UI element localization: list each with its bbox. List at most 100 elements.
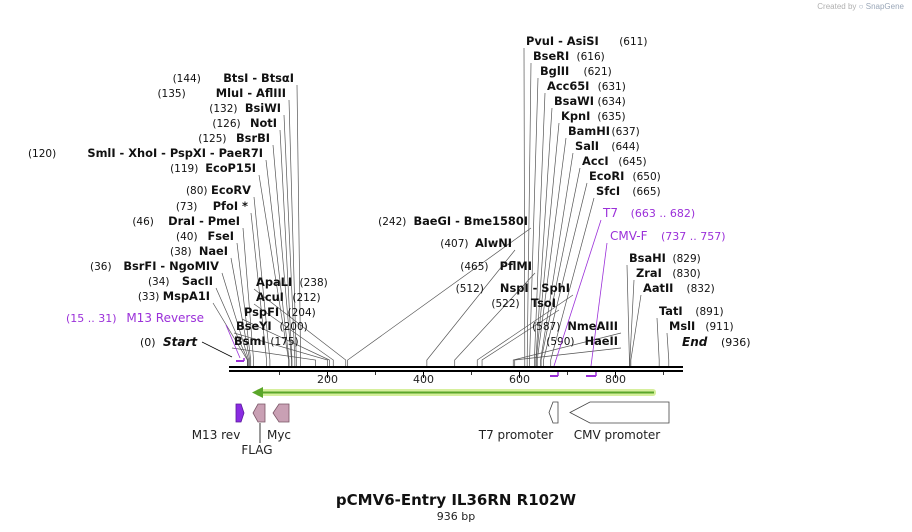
enzyme-leader <box>514 347 622 366</box>
primer-label: M13 Reverse <box>126 311 204 325</box>
enzyme-position: (911) <box>705 321 733 333</box>
enzyme-leader <box>347 227 532 366</box>
enzyme-leader <box>656 317 660 366</box>
enzyme-names: EcoRV <box>211 183 251 197</box>
enzyme-tati: TatI(891) <box>659 304 724 318</box>
enzyme-leader <box>540 167 581 366</box>
primer-leader <box>225 324 241 359</box>
enzyme-pfoi: PfoI * (73) <box>176 199 248 213</box>
enzyme-names: BsaHI <box>629 251 666 265</box>
enzyme-names: MslI <box>669 319 695 333</box>
enzyme-position: (621) <box>584 66 612 78</box>
enzyme-position: (144) <box>173 73 201 85</box>
enzyme-tsoi: TsoI(522) <box>491 296 556 310</box>
enzyme-position: (891) <box>695 306 723 318</box>
enzyme-names: PfoI * <box>213 199 248 213</box>
enzyme-names: KpnI <box>561 109 590 123</box>
enzyme-position: (34) <box>148 276 170 288</box>
enzyme-names: DraI - PmeI <box>168 214 240 228</box>
enzyme-leader <box>535 107 553 366</box>
enzyme-names: BsmI <box>234 334 266 348</box>
enzyme-leader <box>523 47 526 366</box>
cmv-promoter-arrow <box>569 401 670 424</box>
enzyme-names: SacII <box>182 274 213 288</box>
enzyme-position: (631) <box>598 81 626 93</box>
enzyme-names: PspFI <box>244 305 279 319</box>
credit-prefix: Created by <box>817 2 857 11</box>
enzyme-baegi-bme1580i: BaeGI - Bme1580I (242) <box>378 214 528 228</box>
feature-t7-promoter <box>548 401 559 424</box>
enzyme-names: TsoI <box>531 296 556 310</box>
enzyme-leader <box>543 182 588 366</box>
axis-tick-label: 200 <box>317 373 338 386</box>
enzyme-names: EcoRI <box>589 169 624 183</box>
enzyme-position: (200) <box>280 321 308 333</box>
enzyme-leader <box>526 62 532 366</box>
axis-tick-label: 600 <box>509 373 530 386</box>
enzyme-ecorv: EcoRV(80) <box>186 183 251 197</box>
start-label: Start <box>163 335 198 349</box>
enzyme-pspfi: PspFI(204) <box>244 305 316 319</box>
enzyme-bsrbi: BsrBI(125) <box>198 131 270 145</box>
enzyme-position: (645) <box>618 156 646 168</box>
enzyme-leader <box>253 303 334 366</box>
axis-tick-label: 800 <box>605 373 626 386</box>
enzyme-names: BtsI - BtsαI <box>223 71 294 85</box>
enzyme-nspi-sphi: NspI - SphI (512) <box>456 281 570 295</box>
myc-arrow <box>272 403 290 423</box>
enzyme-position: (830) <box>672 268 700 280</box>
enzyme-position: (80) <box>186 185 208 197</box>
enzyme-sali: SalI(644) <box>575 139 640 153</box>
enzyme-bseri: BseRI(616) <box>533 49 605 63</box>
snapgene-logo: ○ <box>858 2 864 11</box>
enzyme-bglii: BglII(621) <box>540 64 612 78</box>
enzyme-position: (73) <box>176 201 198 213</box>
enzyme-naei: NaeI(38) <box>170 244 228 258</box>
enzyme-kpni: KpnI(635) <box>561 109 626 123</box>
enzyme-position: (512) <box>456 283 484 295</box>
enzyme-position: (175) <box>270 336 298 348</box>
enzyme-leader <box>230 257 251 366</box>
enzyme-names: EcoP15I <box>205 161 256 175</box>
enzyme-position: (33) <box>138 291 160 303</box>
enzyme-names: BaeGI - Bme1580I <box>413 214 528 228</box>
enzyme-leader <box>242 227 254 366</box>
enzyme-leader <box>629 279 635 366</box>
enzyme-bsahi: BsaHI(829) <box>629 251 701 265</box>
primer-range: (663 .. 682) <box>631 207 696 220</box>
enzyme-leader <box>253 288 347 366</box>
enzyme-leader-lines <box>212 47 670 366</box>
enzyme-position: (616) <box>577 51 605 63</box>
enzyme-position: (650) <box>633 171 661 183</box>
enzyme-position: (242) <box>378 216 406 228</box>
enzyme-smli-xhoi-pspxi-paer7i: SmlI - XhoI - PspXI - PaeR7I(120) <box>28 146 263 160</box>
enzyme-leader <box>212 302 248 366</box>
enzyme-leader <box>666 332 670 366</box>
enzyme-ecori: EcoRI (650) <box>589 169 661 183</box>
enzyme-names: NspI - SphI <box>500 281 570 295</box>
enzyme-position: (587) <box>532 321 560 333</box>
enzyme-names: BsrFI - NgoMIV <box>123 259 219 273</box>
enzyme-leader <box>630 294 642 366</box>
enzyme-names: PvuI - AsiSI <box>526 34 599 48</box>
feature-cmv-promoter <box>569 401 670 424</box>
enzyme-sacii: SacII (34) <box>148 274 213 288</box>
credit-brand: SnapGene <box>865 2 904 11</box>
enzyme-names: NotI <box>250 116 277 130</box>
enzyme-apali: ApaLI(238) <box>256 275 328 289</box>
enzyme-aatii: AatII(832) <box>643 281 715 295</box>
enzyme-msli: MslI (911) <box>669 319 734 333</box>
enzyme-names: BsaWI <box>554 94 594 108</box>
enzyme-leader <box>253 196 271 366</box>
enzyme-names: ZraI <box>636 266 662 280</box>
enzyme-mlui-afliii: MluI - AflIII(135) <box>157 86 286 100</box>
end-label: End <box>682 335 708 349</box>
enzyme-position: (40) <box>176 231 198 243</box>
enzyme-mspa1i: MspA1I(33) <box>138 289 210 303</box>
map-title: pCMV6-Entry IL36RN R102W <box>335 491 577 509</box>
enzyme-names: AcuI <box>256 290 284 304</box>
enzyme-names: SalI <box>575 139 599 153</box>
enzyme-leader <box>626 264 630 366</box>
m13-rev-label: M13 rev <box>192 428 241 442</box>
enzyme-position: (38) <box>170 246 192 258</box>
